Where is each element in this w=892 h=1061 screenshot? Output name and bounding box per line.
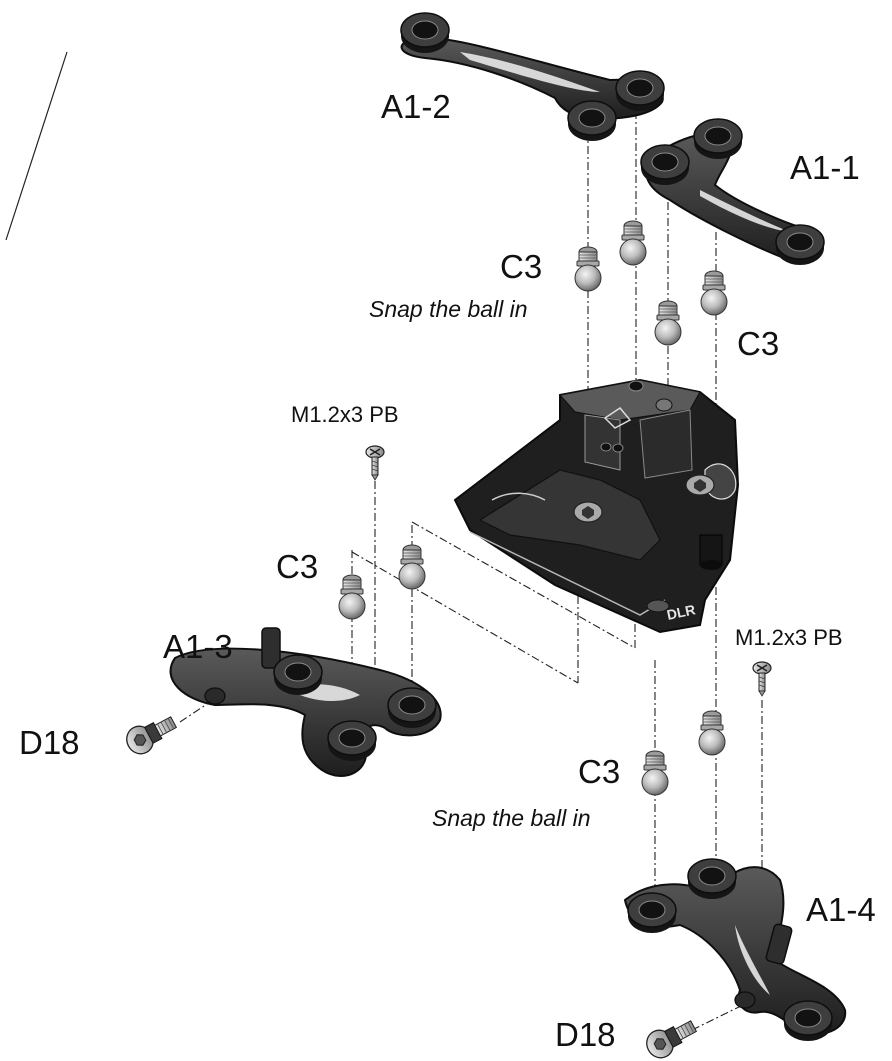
label-d18-left: D18 — [19, 724, 80, 761]
assembly-axis-lines — [179, 95, 763, 1031]
m1-2x3-screw — [752, 661, 772, 697]
c3-ball-stud — [338, 574, 366, 620]
part-a1-3-arm — [169, 627, 442, 777]
c3-ball-stud — [574, 246, 602, 292]
label-d18-right: D18 — [555, 1016, 616, 1053]
label-a1-1: A1-1 — [790, 149, 860, 186]
part-chassis-block: DLR — [453, 378, 740, 634]
c3-ball-stud — [398, 544, 426, 590]
c3-ball-stud — [654, 300, 682, 346]
label-c3-top-left: C3 — [500, 248, 543, 285]
label-a1-4: A1-4 — [806, 891, 876, 928]
label-screw-right: M1.2x3 PB — [735, 625, 843, 650]
note-snap-ball-bottom: Snap the ball in — [432, 805, 591, 831]
c3-ball-stud — [698, 710, 726, 756]
label-c3-bottom: C3 — [578, 753, 621, 790]
part-a1-1-arm — [640, 118, 825, 266]
c3-ball-stud — [619, 220, 647, 266]
label-screw-left: M1.2x3 PB — [291, 402, 399, 427]
part-a1-4-arm — [623, 858, 847, 1042]
stray-leader-line — [5, 51, 68, 241]
label-a1-3: A1-3 — [163, 628, 233, 665]
part-a1-2-arm — [400, 12, 665, 142]
chassis-logo: DLR — [665, 601, 696, 623]
label-c3-top-right: C3 — [737, 325, 780, 362]
note-snap-ball-top: Snap the ball in — [369, 296, 528, 322]
label-c3-left: C3 — [276, 548, 319, 585]
m1-2x3-screw — [365, 445, 385, 481]
c3-ball-stud — [700, 270, 728, 316]
d18-screw — [121, 709, 181, 760]
d18-screw — [641, 1013, 701, 1061]
label-a1-2: A1-2 — [381, 88, 451, 125]
c3-ball-stud — [641, 750, 669, 796]
